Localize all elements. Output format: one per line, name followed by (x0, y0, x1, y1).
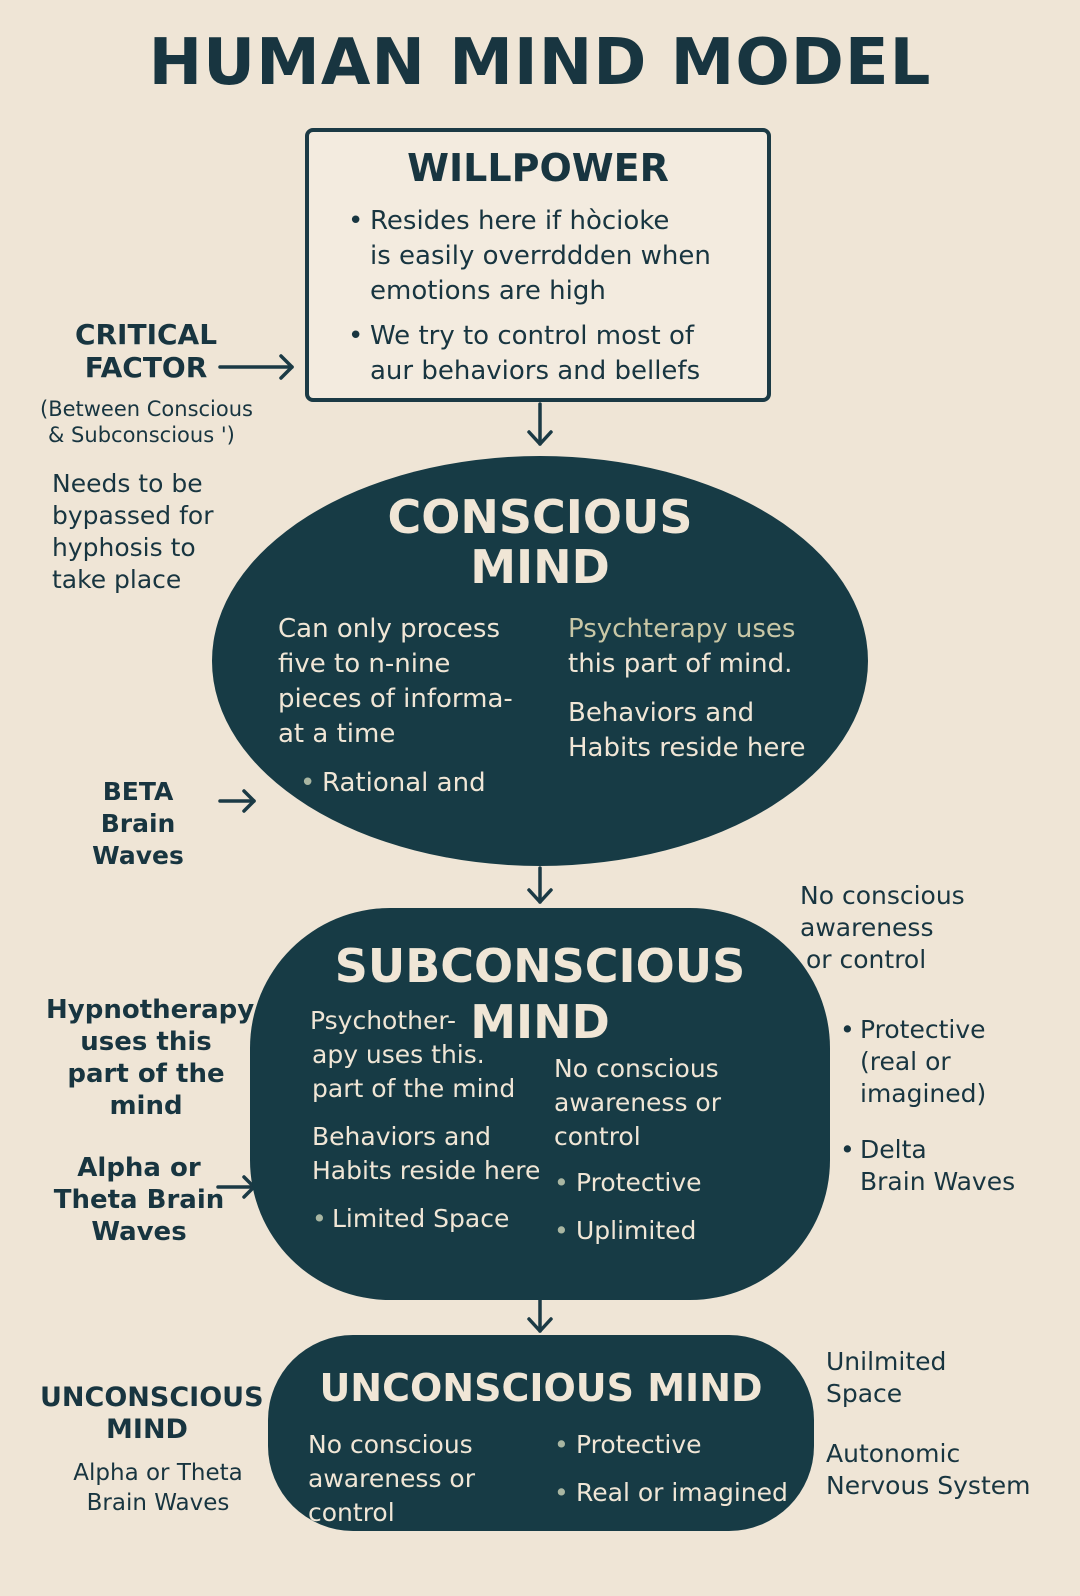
conscious-right-3: Behaviors and (568, 698, 755, 728)
conscious-right-2: this part of mind. (568, 649, 793, 679)
unconscious-bullet-1-dot: • (554, 1430, 569, 1459)
subconscious-left-4: Behaviors and (312, 1122, 492, 1151)
subconscious-side-bullet-b-2: Brain Waves (860, 1167, 1016, 1196)
conscious-bullet-dot: • (300, 768, 316, 798)
critical-factor-label-1: CRITICAL (74, 318, 218, 351)
conscious-left-2: five to n-nine (278, 649, 451, 679)
unconscious-side-label-1: UNCONSCIOUS (40, 1382, 264, 1413)
subconscious-right-2: awareness or (554, 1088, 721, 1117)
critical-factor-note-3: hyphosis to (52, 533, 196, 562)
unconscious-left-2: awareness or (308, 1464, 475, 1493)
unconscious-bullet-1: Protective (576, 1430, 702, 1459)
subconscious-right-bullet-2: Uplimited (576, 1216, 697, 1245)
subconscious-right-bullet-1: Protective (576, 1168, 702, 1197)
willpower-bullet-2-dot: • (348, 321, 364, 351)
critical-factor-sub-1: (Between Conscious (40, 397, 253, 421)
unconscious-mind-shape (268, 1335, 814, 1531)
subconscious-right-bullet-1-dot: • (554, 1168, 569, 1197)
alpha-theta-label-3: Waves (91, 1217, 187, 1247)
page-title: HUMAN MIND MODEL (148, 26, 932, 100)
willpower-bullet-1-dot: • (348, 206, 364, 236)
arrow-critical-factor (218, 354, 294, 380)
hypnotherapy-label-4: mind (109, 1091, 183, 1121)
unconscious-right-note-2b: Nervous System (826, 1471, 1031, 1500)
subconscious-side-note-3: or control (806, 945, 927, 974)
subconscious-right-3: control (554, 1122, 641, 1151)
arrow-conscious-to-subconscious (527, 866, 553, 904)
unconscious-left-3: control (308, 1498, 395, 1527)
subconscious-right-1: No conscious (554, 1054, 719, 1083)
conscious-mind-shape (212, 456, 868, 866)
beta-label-2: Brain Waves (92, 809, 184, 870)
conscious-right-4: Habits reside here (568, 733, 806, 763)
subconscious-side-bullet-b-dot: • (840, 1135, 855, 1164)
unconscious-right-note-1b: Space (826, 1379, 903, 1408)
subconscious-side-bullet-a-2: (real or (860, 1047, 951, 1076)
unconscious-side-label-2: MIND (106, 1414, 188, 1445)
conscious-left-bullet: Rational and (322, 768, 486, 798)
conscious-left-3: pieces of informa- (278, 684, 513, 714)
unconscious-right-note-2a: Autonomic (826, 1439, 961, 1468)
subconscious-left-bullet-dot: • (312, 1204, 327, 1233)
critical-factor-note-1: Needs to be (52, 469, 203, 498)
willpower-bullet-2-line-1: We try to control most of (370, 321, 695, 351)
alpha-theta-label-2: Theta Brain (53, 1185, 225, 1215)
subconscious-side-bullet-a-1: Protective (860, 1015, 986, 1044)
unconscious-title: UNCONSCIOUS MIND (319, 1366, 763, 1410)
willpower-bullet-2-line-2: aur behaviors and bellefs (370, 356, 701, 386)
hypnotherapy-label-2: uses this (80, 1027, 212, 1057)
critical-factor-note-4: take place (52, 565, 182, 594)
subconscious-side-note-1: No conscious (800, 881, 965, 910)
arrow-subconscious-to-unconscious (527, 1298, 553, 1333)
unconscious-right-note-1a: Unilmited (826, 1347, 947, 1376)
unconscious-left-1: No conscious (308, 1430, 473, 1459)
subconscious-side-bullet-a-3: imagined) (860, 1079, 987, 1108)
subconscious-title-2: MIND (470, 995, 610, 1049)
subconscious-left-1: Psychother- (310, 1006, 457, 1035)
unconscious-bullet-2-dot: • (554, 1478, 569, 1507)
subconscious-left-2: apy uses this. (312, 1040, 485, 1069)
subconscious-title-1: SUBCONSCIOUS (334, 939, 746, 993)
arrow-beta (218, 789, 256, 813)
beta-label-1: BETA (102, 777, 174, 806)
unconscious-bullet-2: Real or imagined (576, 1478, 788, 1507)
hypnotherapy-label-1: Hypnotherapy (46, 995, 255, 1025)
unconscious-side-sub-2: Brain Waves (86, 1490, 230, 1516)
subconscious-left-5: Habits reside here (312, 1156, 541, 1185)
subconscious-side-bullet-a-dot: • (840, 1015, 855, 1044)
willpower-bullet-1-line-2: is easily overrddden when (370, 241, 711, 271)
willpower-box (305, 128, 771, 402)
conscious-title-1: CONSCIOUS (387, 490, 693, 544)
willpower-bullet-1-line-3: emotions are high (370, 276, 606, 306)
subconscious-right-bullet-2-dot: • (554, 1216, 569, 1245)
willpower-bullet-1-line-1: Resides here if hòcioke (370, 206, 670, 236)
unconscious-side-sub-1: Alpha or Theta (73, 1460, 243, 1486)
willpower-title: WILLPOWER (407, 146, 669, 190)
conscious-left-4: at a time (278, 719, 396, 749)
subconscious-left-bullet: Limited Space (332, 1204, 510, 1233)
critical-factor-sub-2: & Subconscious ') (48, 423, 235, 447)
conscious-title-2: MIND (470, 540, 610, 594)
critical-factor-label-2: FACTOR (84, 351, 208, 384)
subconscious-left-3: part of the mind (312, 1074, 516, 1103)
conscious-left-1: Can only process (278, 614, 501, 644)
conscious-right-1: Psychterapy uses (568, 614, 796, 644)
hypnotherapy-label-3: part of the (67, 1059, 225, 1089)
critical-factor-note-2: bypassed for (52, 501, 214, 530)
subconscious-side-note-2: awareness (800, 913, 934, 942)
alpha-theta-label-1: Alpha or (77, 1153, 201, 1183)
subconscious-mind-shape (250, 908, 830, 1300)
subconscious-side-bullet-b-1: Delta (860, 1135, 927, 1164)
arrow-willpower-to-conscious (527, 402, 553, 446)
